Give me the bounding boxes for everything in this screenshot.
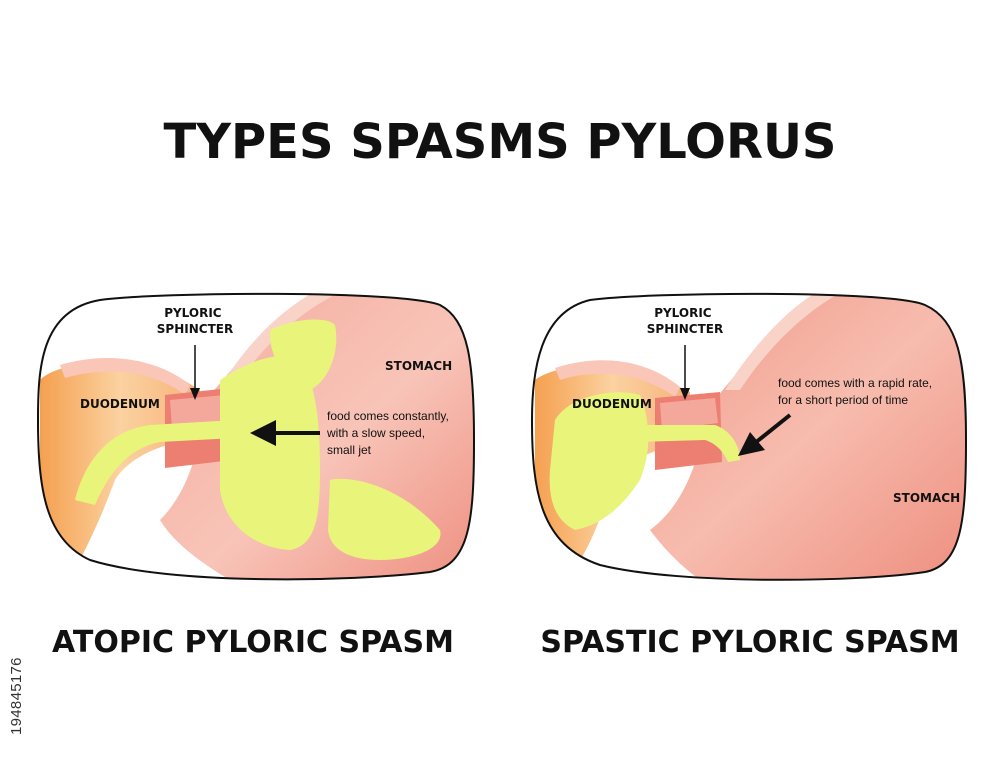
panel-caption: SPASTIC PYLORIC SPASM xyxy=(540,625,959,660)
panel-atopic: PYLORIC SPHINCTER DUODENUM STOMACH food … xyxy=(36,292,476,660)
sphincter-label-line1: PYLORIC xyxy=(654,306,712,320)
note-line3: small jet xyxy=(327,443,372,457)
flow-arrow xyxy=(753,413,792,445)
panel-outline xyxy=(36,292,476,581)
panel-outline xyxy=(530,292,968,581)
note-line1: food comes with a rapid rate, xyxy=(778,376,932,390)
svg-text:food comes constantly, w: food comes constantly, with a slow speed… xyxy=(326,409,452,457)
sphincter-label-line2: SPHINCTER xyxy=(157,322,233,336)
food-mass xyxy=(549,392,649,530)
note-line2: for a short period of time xyxy=(778,393,908,407)
sphincter-label-line1: PYLORIC xyxy=(164,306,222,320)
panel-spastic: PYLORIC SPHINCTER DUODENUM STOMACH food … xyxy=(530,292,968,660)
stomach-shape xyxy=(650,293,966,580)
arrow-head xyxy=(738,432,765,456)
stock-id-vertical: 194845176 xyxy=(8,657,25,735)
svg-text:PYLORIC SPHINCTER: PYLORIC SPHINCTER xyxy=(157,306,233,336)
duodenum-label: DUODENUM xyxy=(80,397,160,411)
note-line2: with a slow speed, xyxy=(326,426,425,440)
food-jet xyxy=(635,425,740,462)
arrow-head xyxy=(250,420,276,446)
panel-caption: ATOPIC PYLORIC SPASM xyxy=(52,625,454,660)
stomach-label: STOMACH xyxy=(893,491,960,505)
page-title: TYPES SPASMS PYLORUS xyxy=(164,114,837,170)
food-mass xyxy=(220,356,320,550)
svg-text:PYLORIC SPHINCTER: PYLORIC SPHINCTER xyxy=(647,306,723,336)
svg-text:food comes with a rapid rate,: food comes with a rapid rate, for a shor… xyxy=(778,376,935,407)
sphincter-label-line2: SPHINCTER xyxy=(647,322,723,336)
food-jet xyxy=(75,420,235,505)
duodenum-label: DUODENUM xyxy=(572,397,652,411)
stomach-label: STOMACH xyxy=(385,359,452,373)
note-line1: food comes constantly, xyxy=(327,409,449,423)
